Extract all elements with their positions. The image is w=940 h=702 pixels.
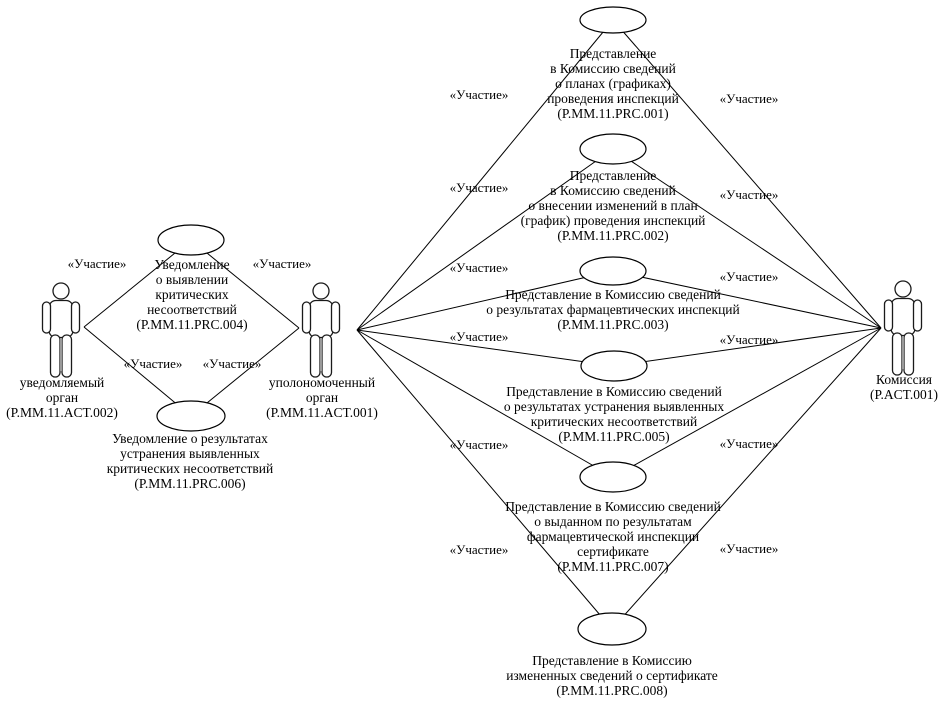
use-case-label-prc001: Представление в Комиссию сведений о план… bbox=[547, 46, 679, 121]
edge-authorized-body-prc005 bbox=[356, 329, 615, 367]
edge-notified-body-prc004 bbox=[83, 239, 192, 328]
use-case-ellipse-prc005 bbox=[580, 350, 648, 382]
participation-label: «Участие» bbox=[449, 180, 509, 195]
participation-label: «Участие» bbox=[252, 256, 312, 271]
use-case-label-prc007: Представление в Комиссию сведений о выда… bbox=[505, 499, 721, 574]
actor-commission-icon bbox=[883, 280, 923, 376]
participation-label: «Участие» bbox=[719, 91, 779, 106]
actor-notified-body-icon bbox=[41, 282, 81, 378]
use-case-ellipse-prc007 bbox=[579, 461, 647, 493]
edge-authorized-body-prc007 bbox=[356, 329, 614, 478]
actor-authorized-body-icon bbox=[301, 282, 341, 378]
use-case-label-prc005: Представление в Комиссию сведений о резу… bbox=[503, 384, 725, 444]
edge-authorized-body-prc001 bbox=[356, 19, 614, 331]
edge-notified-body-prc006 bbox=[83, 326, 192, 417]
actor-label-commission: Комиссия (P.ACT.001) bbox=[869, 372, 939, 402]
use-case-label-prc006: Уведомление о результатах устранения выя… bbox=[106, 431, 274, 491]
edge-authorized-body-prc003 bbox=[356, 270, 614, 331]
edge-authorized-body-prc004 bbox=[190, 239, 300, 329]
use-case-label-prc008: Представление в Комиссию измененных свед… bbox=[506, 653, 718, 698]
use-case-ellipse-prc006 bbox=[156, 400, 226, 432]
participation-label: «Участие» bbox=[719, 541, 779, 556]
participation-label: «Участие» bbox=[449, 329, 509, 344]
use-case-ellipse-prc002 bbox=[579, 133, 647, 165]
edge-prc007-commission bbox=[612, 327, 882, 478]
use-case-ellipse-prc004 bbox=[157, 224, 225, 256]
use-case-label-prc003: Представление в Комиссию сведений о резу… bbox=[486, 287, 740, 332]
participation-label: «Участие» bbox=[719, 436, 779, 451]
edge-prc003-commission bbox=[612, 270, 882, 329]
edge-authorized-body-prc008 bbox=[356, 329, 613, 630]
edge-authorized-body-prc006 bbox=[190, 327, 300, 417]
participation-label: «Участие» bbox=[449, 437, 509, 452]
edges-layer bbox=[83, 19, 882, 630]
edge-prc005-commission bbox=[613, 327, 882, 367]
use-case-label-prc002: Представление в Комиссию сведений о внес… bbox=[520, 168, 706, 243]
use-case-ellipse-prc001 bbox=[579, 6, 647, 34]
use-case-ellipse-prc003 bbox=[579, 256, 647, 286]
participation-label: «Участие» bbox=[449, 260, 509, 275]
edge-prc008-commission bbox=[611, 327, 882, 630]
participation-label: «Участие» bbox=[719, 269, 779, 284]
participation-label: «Участие» bbox=[719, 187, 779, 202]
participation-label: «Участие» bbox=[449, 542, 509, 557]
participation-label: «Участие» bbox=[449, 87, 509, 102]
participation-label: «Участие» bbox=[202, 356, 262, 371]
participation-label: «Участие» bbox=[123, 356, 183, 371]
use-case-label-prc004: Уведомление о выявлении критических несо… bbox=[136, 257, 248, 332]
edge-prc002-commission bbox=[612, 148, 882, 329]
participation-label: «Участие» bbox=[67, 256, 127, 271]
use-case-ellipse-prc008 bbox=[577, 612, 647, 646]
participation-label: «Участие» bbox=[719, 332, 779, 347]
use-cases-layer bbox=[156, 6, 648, 646]
edge-prc001-commission bbox=[612, 19, 882, 329]
actor-label-notified-body: уведомляемый орган (P.MM.11.ACT.002) bbox=[6, 375, 118, 420]
actor-label-authorized-body: уполономоченный орган (P.MM.11.ACT.001) bbox=[266, 375, 378, 420]
edge-authorized-body-prc002 bbox=[356, 148, 614, 331]
